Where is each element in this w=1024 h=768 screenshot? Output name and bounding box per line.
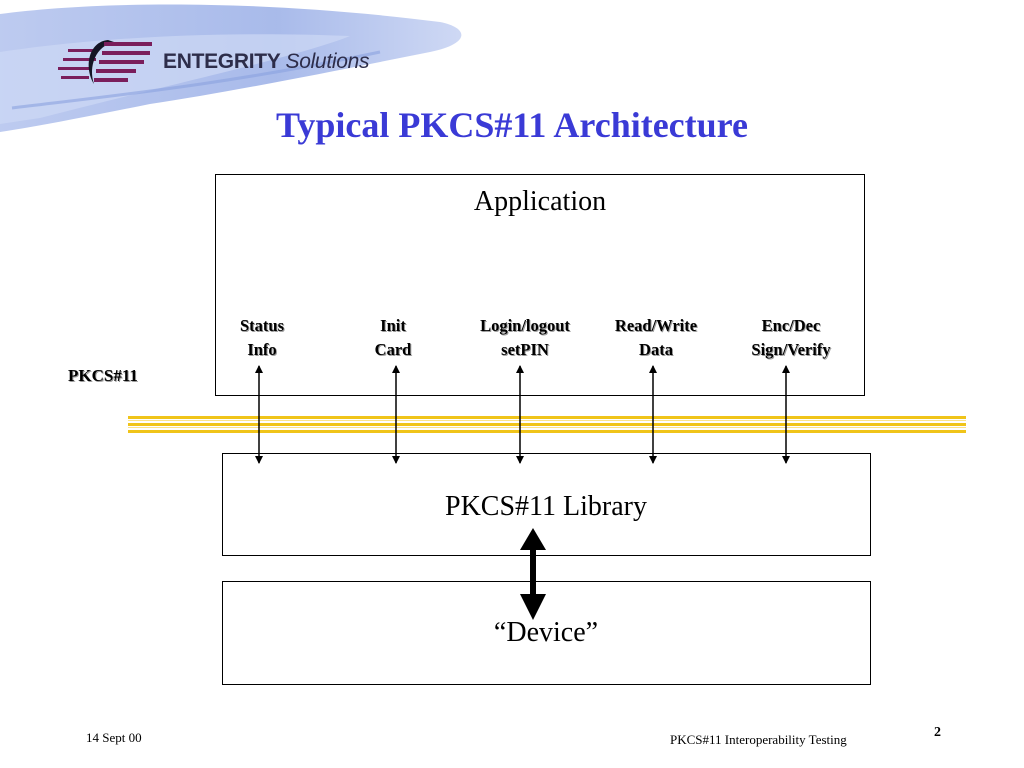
device-box xyxy=(222,581,871,685)
arrow-library-device xyxy=(520,528,546,620)
application-label: Application xyxy=(473,186,607,217)
footer-presentation-title: PKCS#11 Interoperability Testing xyxy=(670,732,847,747)
slide-title: Typical PKCS#11 Architecture xyxy=(276,105,748,145)
device-label: “Device” xyxy=(493,617,599,648)
brush-stroke-decoration xyxy=(0,4,462,133)
library-label: PKCS#11 Library xyxy=(445,491,647,522)
brand-name: ENTEGRITY xyxy=(163,50,281,73)
brand-tagline: Solutions xyxy=(285,50,370,73)
footer-date: 14 Sept 00 xyxy=(86,730,142,745)
page-number: 2 xyxy=(934,725,941,740)
entegrity-logo-icon xyxy=(58,40,152,84)
pkcs11-library-box xyxy=(222,453,871,556)
pkcs11-interface-label: PKCS#11 xyxy=(68,366,138,385)
application-box xyxy=(215,174,865,396)
